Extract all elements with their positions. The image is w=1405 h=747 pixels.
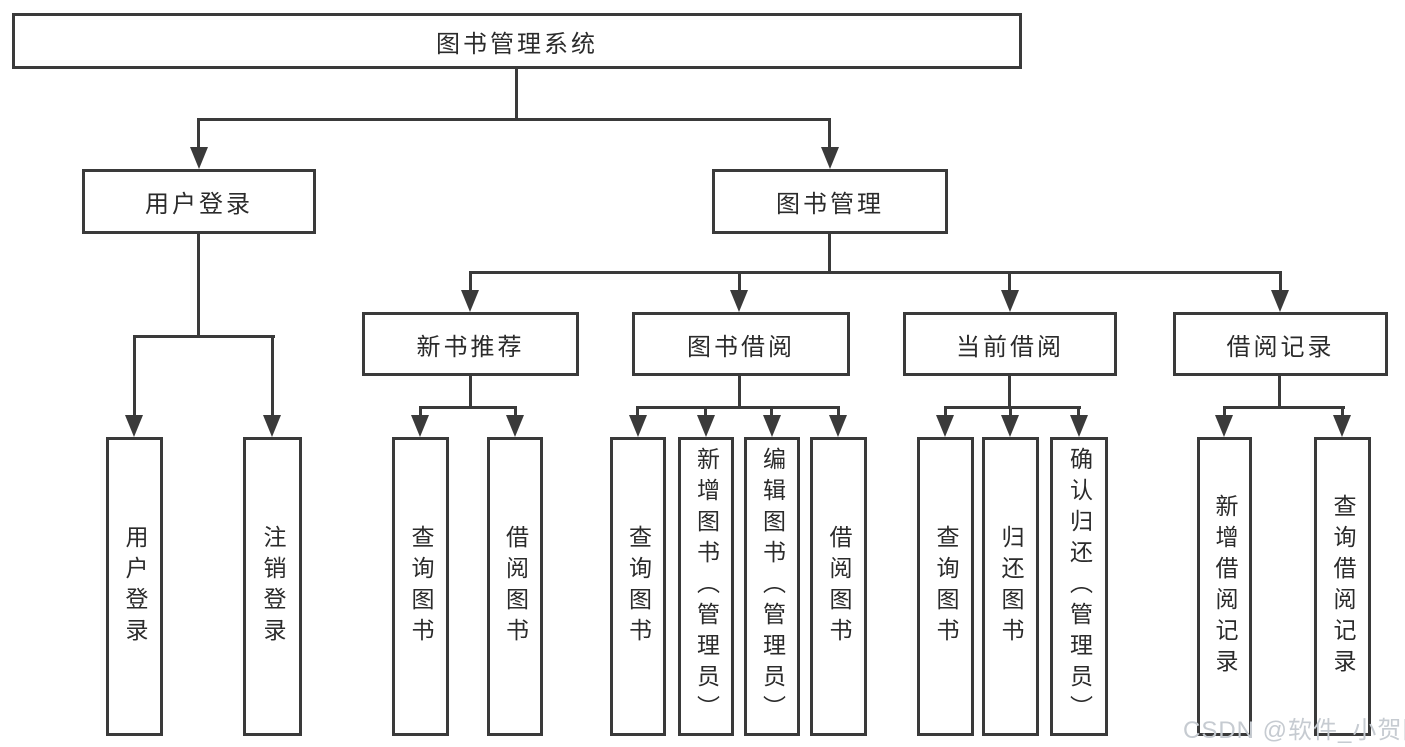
leaf-query-borrow-record: 查询借阅记录 [1314, 437, 1371, 736]
connector-line [1278, 376, 1281, 409]
connector-line [469, 376, 472, 409]
connector-line [1279, 274, 1282, 292]
node-label: 编辑图书（管理员） [759, 447, 786, 726]
arrow-down-icon [1215, 415, 1233, 437]
arrow-down-icon [506, 415, 524, 437]
connector-line [515, 69, 518, 121]
arrow-down-icon [1070, 415, 1088, 437]
node-label: 新增图书（管理员） [693, 447, 720, 726]
connector-line [636, 406, 840, 409]
node-label: 用户登录 [145, 191, 253, 218]
connector-line [1009, 406, 1012, 418]
node-label: 借阅图书 [502, 524, 529, 649]
node-label: 新增借阅记录 [1212, 493, 1238, 680]
arrow-down-icon [411, 415, 429, 437]
arrow-down-icon [1001, 290, 1019, 312]
node-root-library-system: 图书管理系统 [12, 13, 1022, 69]
connector-line [197, 118, 831, 121]
node-label: 注销登录 [260, 524, 286, 649]
connector-line [514, 406, 517, 418]
node-new-book-recommendation: 新书推荐 [362, 312, 579, 376]
node-user-login: 用户登录 [82, 169, 316, 234]
node-label: 查询图书 [625, 524, 652, 649]
connector-line [197, 118, 200, 149]
node-book-borrowing: 图书借阅 [632, 312, 850, 376]
connector-line [1341, 406, 1344, 418]
leaf-add-books-admin: 新增图书（管理员） [678, 437, 734, 736]
connector-line [271, 335, 274, 417]
connector-line [738, 274, 741, 292]
arrow-down-icon [697, 415, 715, 437]
leaf-logout: 注销登录 [243, 437, 302, 736]
node-book-management: 图书管理 [712, 169, 948, 234]
node-label: 借阅图书 [826, 524, 852, 649]
leaf-confirm-return-admin: 确认归还（管理员） [1050, 437, 1108, 736]
node-label: 归还图书 [998, 524, 1024, 649]
connector-line [837, 406, 840, 418]
connector-line [944, 406, 1081, 409]
connector-line [828, 234, 831, 274]
node-label: 查询图书 [408, 524, 434, 649]
connector-line [1008, 274, 1011, 292]
leaf-borrow-books-borrowing: 借阅图书 [810, 437, 867, 736]
connector-line [469, 271, 1282, 274]
csdn-watermark: CSDN @软件_小贺同学 [1183, 717, 1405, 744]
node-label: 查询图书 [933, 524, 959, 649]
arrow-down-icon [263, 415, 281, 437]
connector-line [419, 406, 517, 409]
arrow-down-icon [829, 415, 847, 437]
connector-line [1223, 406, 1226, 418]
arrow-down-icon [1333, 415, 1351, 437]
arrow-down-icon [1001, 415, 1019, 437]
node-label: 图书借阅 [687, 333, 795, 361]
node-borrowing-records: 借阅记录 [1173, 312, 1388, 376]
arrow-down-icon [763, 415, 781, 437]
leaf-query-books-current: 查询图书 [917, 437, 974, 736]
connector-line [944, 406, 947, 418]
arrow-down-icon [190, 147, 208, 169]
arrow-down-icon [730, 290, 748, 312]
connector-line [1077, 406, 1080, 418]
node-label: 用户登录 [122, 524, 148, 649]
connector-line [770, 406, 773, 418]
node-label: 新书推荐 [416, 333, 525, 361]
node-label: 借阅记录 [1226, 333, 1335, 361]
connector-line [197, 234, 200, 338]
leaf-user-login: 用户登录 [106, 437, 163, 736]
node-label: 当前借阅 [956, 333, 1064, 361]
leaf-borrow-books-recommend: 借阅图书 [487, 437, 543, 736]
connector-line [133, 335, 136, 417]
arrow-down-icon [1271, 290, 1289, 312]
connector-line [133, 335, 275, 338]
connector-line [469, 271, 472, 292]
node-label: 查询借阅记录 [1330, 493, 1356, 680]
arrow-down-icon [461, 290, 479, 312]
connector-line [828, 118, 831, 149]
leaf-edit-books-admin: 编辑图书（管理员） [744, 437, 800, 736]
connector-line [1008, 376, 1011, 409]
leaf-add-borrow-record: 新增借阅记录 [1197, 437, 1252, 736]
connector-line [636, 406, 639, 418]
node-label: 确认归还（管理员） [1066, 447, 1093, 726]
leaf-query-books-borrowing: 查询图书 [610, 437, 666, 736]
connector-line [738, 376, 741, 409]
arrow-down-icon [125, 415, 143, 437]
connector-line [1223, 406, 1345, 409]
node-label: 图书管理 [776, 191, 884, 218]
leaf-query-books-recommend: 查询图书 [392, 437, 449, 736]
connector-line [704, 406, 707, 418]
node-label: 图书管理系统 [436, 30, 598, 58]
arrow-down-icon [821, 147, 839, 169]
leaf-return-books: 归还图书 [982, 437, 1039, 736]
node-current-borrowing: 当前借阅 [903, 312, 1117, 376]
arrow-down-icon [629, 415, 647, 437]
arrow-down-icon [936, 415, 954, 437]
connector-line [419, 406, 422, 418]
